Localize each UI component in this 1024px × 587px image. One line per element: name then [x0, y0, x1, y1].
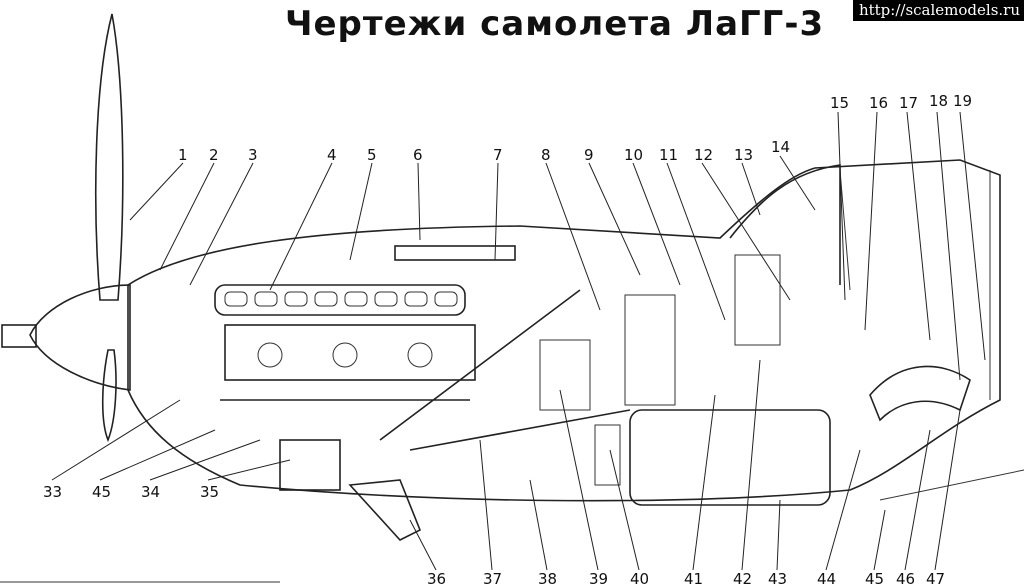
- callout-33: 33: [43, 483, 62, 501]
- callout-37: 37: [483, 570, 502, 587]
- callout-11: 11: [659, 146, 678, 164]
- callout-7: 7: [493, 146, 503, 164]
- callout-40: 40: [630, 570, 649, 587]
- radiator: [279, 439, 341, 491]
- callout-9: 9: [584, 146, 594, 164]
- propeller-hub: [1, 324, 37, 348]
- engine-cylinder-row: [224, 291, 458, 307]
- callout-45-right: 45: [865, 570, 884, 587]
- callout-3: 3: [248, 146, 258, 164]
- engine-gears: [257, 342, 433, 368]
- callout-15: 15: [830, 94, 849, 112]
- fuselage-outline: [127, 159, 1001, 502]
- callout-17: 17: [899, 94, 918, 112]
- callout-8: 8: [541, 146, 551, 164]
- callout-34: 34: [141, 483, 160, 501]
- callout-13: 13: [734, 146, 753, 164]
- callout-2: 2: [209, 146, 219, 164]
- engine-mount-strut: [220, 289, 631, 451]
- callout-47: 47: [926, 570, 945, 587]
- callout-16: 16: [869, 94, 888, 112]
- oil-cooler: [539, 339, 591, 411]
- callout-43: 43: [768, 570, 787, 587]
- callout-labels: 1 2 3 4 5 6 7 8 9 10 11 12 13 14 15 16 1…: [43, 92, 972, 587]
- callout-6: 6: [413, 146, 423, 164]
- pump-unit: [594, 424, 621, 486]
- callout-1: 1: [178, 146, 188, 164]
- engine-block: [214, 284, 466, 316]
- callout-leader-lines: [51, 111, 986, 571]
- callout-44: 44: [817, 570, 836, 587]
- callout-10: 10: [624, 146, 643, 164]
- pilot-seat: [869, 365, 971, 422]
- wing-edge-line: [879, 469, 1024, 501]
- callout-46: 46: [896, 570, 915, 587]
- propeller-spinner: [29, 284, 131, 391]
- callout-4: 4: [327, 146, 337, 164]
- radiator-flap: [348, 479, 422, 541]
- callout-45-left: 45: [92, 483, 111, 501]
- propeller-blade-lower: [101, 349, 117, 443]
- callout-42: 42: [733, 570, 752, 587]
- callout-41: 41: [684, 570, 703, 587]
- callout-36: 36: [427, 570, 446, 587]
- callout-35: 35: [200, 483, 219, 501]
- engine-lower-block: [224, 324, 476, 381]
- gun-barrel: [394, 245, 516, 261]
- callout-12: 12: [694, 146, 713, 164]
- watermark: http://scalemodels.ru: [852, 0, 1024, 21]
- callout-18: 18: [929, 92, 948, 110]
- canopy-rear: [839, 169, 991, 400]
- callout-19: 19: [953, 92, 972, 110]
- callout-39: 39: [589, 570, 608, 587]
- callout-5: 5: [367, 146, 377, 164]
- page-title: Чертежи самолета ЛаГГ-3: [285, 4, 825, 44]
- callout-38: 38: [538, 570, 557, 587]
- callout-14: 14: [771, 138, 790, 156]
- fuel-tank: [629, 409, 831, 506]
- cockpit-frame: [624, 294, 676, 406]
- propeller-blade: [94, 13, 124, 301]
- instrument-panel: [734, 254, 781, 346]
